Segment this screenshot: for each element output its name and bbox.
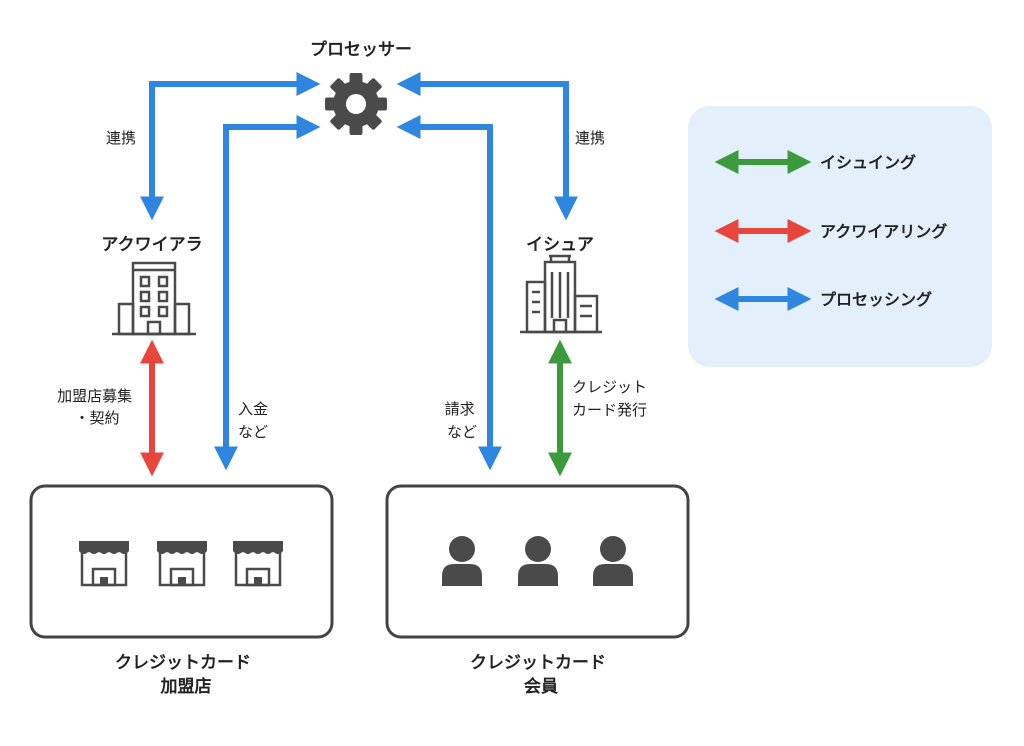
person-icon [593, 536, 633, 586]
storefront-icon [79, 541, 129, 587]
card-issue-line1: クレジット [572, 378, 647, 396]
billing-arrow [396, 115, 502, 471]
issuer-label: イシュア [526, 235, 594, 255]
merchants-line2: 加盟店 [160, 676, 212, 697]
issuer-link-arrow [396, 72, 578, 221]
legend-item-acquiring: アクワイアリング [714, 219, 947, 243]
left-link-label: 連携 [106, 129, 136, 147]
billing-line1: 請求 [445, 400, 475, 418]
members-label: クレジットカード 会員 [470, 653, 612, 697]
person-icon [442, 536, 482, 586]
members-line1: クレジットカード [470, 653, 606, 673]
merchants-box [29, 484, 334, 639]
legend-issuing-label: イシュイング [820, 153, 916, 172]
legend-acquiring-label: アクワイアリング [820, 222, 947, 241]
deposit-line1: 入金 [238, 400, 268, 418]
billing-label: 請求 など [445, 400, 480, 441]
merchant-contract-label: 加盟店募集 ・契約 [57, 387, 137, 427]
acquirer-link-arrow [140, 72, 321, 221]
storefront-icon [233, 541, 283, 587]
billing-line2: など [447, 423, 477, 441]
person-icon [518, 536, 558, 586]
deposit-line2: など [238, 423, 268, 441]
legend-processing-label: プロセッシング [820, 290, 932, 309]
card-issue-line2: カード発行 [572, 401, 647, 419]
legend-item-processing: プロセッシング [714, 287, 932, 311]
office-building-icon [112, 261, 196, 336]
legend-item-issuing: イシュイング [714, 150, 916, 174]
merchant-contract-line2: ・契約 [74, 409, 119, 427]
merchant-contract-line1: 加盟店募集 [57, 387, 132, 405]
gear-icon [325, 73, 387, 135]
acquirer-label: アクワイアラ [101, 235, 202, 255]
card-issue-label: クレジット カード発行 [572, 378, 652, 419]
deposit-label: 入金 など [238, 400, 273, 441]
storefront-icon [157, 541, 207, 587]
merchants-line1: クレジットカード [115, 653, 251, 673]
right-link-label: 連携 [575, 129, 605, 147]
merchants-label: クレジットカード 加盟店 [115, 653, 257, 697]
deposit-arrow [214, 115, 321, 471]
bank-building-icon [520, 254, 602, 334]
processor-label: プロセッサー [310, 39, 412, 60]
members-line2: 会員 [524, 676, 558, 697]
